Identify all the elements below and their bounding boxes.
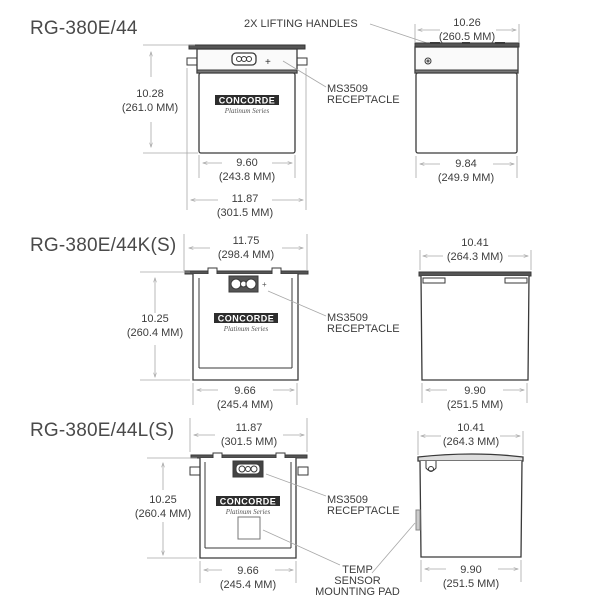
model2-side-bottom-dim: 9.90(251.5 MM) [446,385,504,411]
lifting-handles-callout: 2X LIFTING HANDLES [244,18,358,30]
model1-overall-width-dim: 11.87(301.5 MM) [216,193,274,219]
model-title-rg380e-44ls: RG-380E/44L(S) [30,420,175,441]
model1-height-dim: 10.28(261.0 MM) [121,88,179,114]
model1-side-top-dim: 10.26(260.5 MM) [438,17,496,43]
model3-bottom-width-dim: 9.66(245.4 MM) [219,565,277,591]
svg-text:+: + [262,280,267,289]
model3-side-view [415,453,524,558]
model3-top-width-dim: 11.87(301.5 MM) [220,422,278,448]
model1-front-view: + [186,44,308,154]
model2-side-view [418,271,532,381]
model-title-rg380e-44: RG-380E/44 [30,18,138,39]
model1-bottom-width-dim: 9.60(243.8 MM) [218,157,276,183]
model1-side-bottom-dim: 9.84(249.9 MM) [437,158,495,184]
model2-top-width-dim: 11.75(298.4 MM) [217,235,275,261]
model2-front-view: + [184,267,309,381]
svg-text:+: + [265,57,271,68]
model2-height-dim: 10.25(260.4 MM) [126,313,184,339]
model3-side-top-dim: 10.41(264.3 MM) [442,422,500,448]
model1-side-view [414,42,520,154]
model2-bottom-width-dim: 9.66(245.4 MM) [216,385,274,411]
model2-side-top-dim: 10.41(264.3 MM) [446,237,504,263]
model-title-rg380e-44ks: RG-380E/44K(S) [30,235,177,256]
model3-side-bottom-dim: 9.90(251.5 MM) [442,564,500,590]
model3-height-dim: 10.25(260.4 MM) [134,494,192,520]
